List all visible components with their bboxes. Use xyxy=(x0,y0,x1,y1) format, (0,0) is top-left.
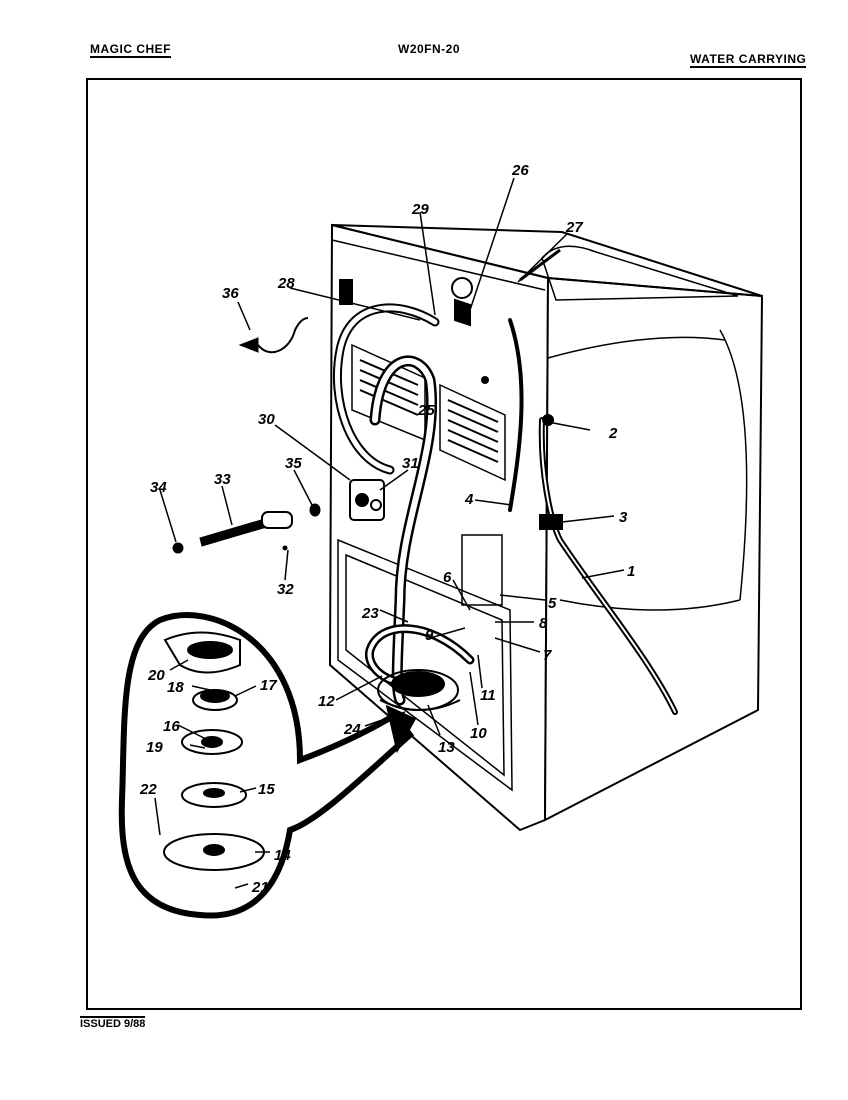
inlet-parts xyxy=(172,317,321,554)
callout-2: 2 xyxy=(608,425,618,442)
section-text: WATER CARRYING xyxy=(690,52,807,66)
callout-7: 7 xyxy=(543,647,552,664)
model-label: W20FN-20 xyxy=(398,42,460,56)
callout-36: 36 xyxy=(222,285,239,302)
callout-6: 6 xyxy=(443,569,452,586)
brand-label: MAGIC CHEF xyxy=(90,42,171,58)
callout-1: 1 xyxy=(627,563,635,580)
callout-8: 8 xyxy=(539,615,548,632)
callout-24: 24 xyxy=(343,721,361,738)
callout-34: 34 xyxy=(150,479,167,496)
callout-30: 30 xyxy=(258,411,275,428)
callout-13: 13 xyxy=(438,739,455,756)
callout-9: 9 xyxy=(425,627,434,644)
issued-date-label: ISSUED 9/88 xyxy=(80,1016,146,1031)
callout-31: 31 xyxy=(402,455,419,472)
callout-16: 16 xyxy=(163,718,180,735)
callout-33: 33 xyxy=(214,471,231,488)
callout-10: 10 xyxy=(470,725,487,742)
lower-access-panel xyxy=(337,534,513,792)
callout-numbers: 1 2 3 4 5 6 7 8 9 10 11 12 13 14 15 16 1… xyxy=(139,162,635,896)
callout-22: 22 xyxy=(139,781,157,798)
section-label: WATER CARRYING xyxy=(690,52,807,68)
callout-27: 27 xyxy=(565,219,583,236)
brand-text: MAGIC CHEF xyxy=(90,42,171,56)
callout-21: 21 xyxy=(251,879,269,896)
issued-date-text: ISSUED 9/88 xyxy=(80,1018,146,1030)
callout-4: 4 xyxy=(464,491,474,508)
diagram-frame xyxy=(86,78,802,1010)
callout-32: 32 xyxy=(277,581,294,598)
callout-23: 23 xyxy=(361,605,379,622)
model-text: W20FN-20 xyxy=(398,42,461,56)
callout-11: 11 xyxy=(480,687,496,704)
callout-5: 5 xyxy=(548,595,557,612)
callout-19: 19 xyxy=(146,739,163,756)
callout-25: 25 xyxy=(417,402,435,419)
leader-lines xyxy=(154,177,625,889)
callout-29: 29 xyxy=(411,201,429,218)
callout-28: 28 xyxy=(277,275,295,292)
callout-12: 12 xyxy=(318,693,335,710)
callout-26: 26 xyxy=(511,162,529,179)
callout-15: 15 xyxy=(258,781,275,798)
callout-14: 14 xyxy=(274,847,291,864)
callout-3: 3 xyxy=(619,509,628,526)
callout-bubble xyxy=(118,612,417,919)
callout-20: 20 xyxy=(147,667,165,684)
callout-35: 35 xyxy=(285,455,302,472)
callout-17: 17 xyxy=(260,677,277,694)
pump-assembly xyxy=(377,669,461,711)
callout-18: 18 xyxy=(167,679,184,696)
exploded-pump-parts xyxy=(163,631,265,871)
